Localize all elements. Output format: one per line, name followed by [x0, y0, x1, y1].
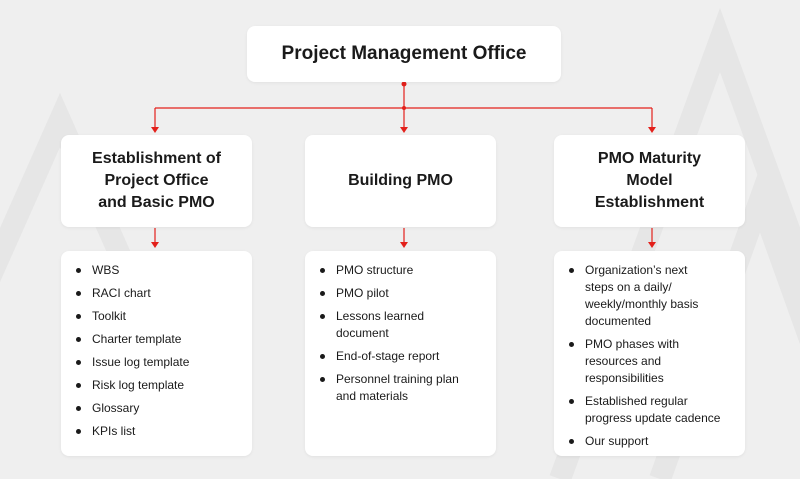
- list-item: Risk log template: [73, 377, 242, 394]
- heading-text-3: PMO Maturity Model Establishment: [594, 150, 705, 211]
- list-item: Organization’s next steps on a daily/ we…: [566, 262, 735, 330]
- column-list-2: PMO structure PMO pilot Lessons learned …: [305, 251, 496, 456]
- list-item: Established regular progress update cade…: [566, 393, 735, 427]
- list-item: RACI chart: [73, 285, 242, 302]
- list-item: Personnel training plan and materials: [317, 371, 486, 405]
- list-item: Charter template: [73, 331, 242, 348]
- list-item: Glossary: [73, 400, 242, 417]
- arrow-head-6: [648, 242, 656, 248]
- list-item: KPIs list: [73, 423, 242, 440]
- column-heading-2: Building PMO: [305, 135, 496, 227]
- heading-text-2: Building PMO: [348, 172, 453, 189]
- root-node: Project Management Office: [247, 26, 561, 82]
- arrow-head-4: [151, 242, 159, 248]
- arrow-head-3: [648, 127, 656, 133]
- list-item: Toolkit: [73, 308, 242, 325]
- junction-dot: [402, 106, 406, 110]
- arrow-head-1: [151, 127, 159, 133]
- root-title: Project Management Office: [281, 43, 527, 64]
- list-item: Issue log template: [73, 354, 242, 371]
- list-item: Lessons learned document: [317, 308, 486, 342]
- arrow-head-2: [400, 127, 408, 133]
- column-list-3: Organization’s next steps on a daily/ we…: [554, 251, 745, 456]
- list-item: WBS: [73, 262, 242, 279]
- list-item: End-of-stage report: [317, 348, 486, 365]
- column-list-1: WBS RACI chart Toolkit Charter template …: [61, 251, 252, 456]
- column-heading-3: PMO Maturity Model Establishment: [554, 135, 745, 227]
- arrow-head-5: [400, 242, 408, 248]
- column-heading-1: Establishment of Project Office and Basi…: [61, 135, 252, 227]
- list-item: PMO structure: [317, 262, 486, 279]
- heading-text-1: Establishment of Project Office and Basi…: [92, 150, 221, 211]
- list-item: PMO phases with resources and responsibi…: [566, 336, 735, 387]
- list-item: Our support: [566, 433, 735, 450]
- root-connector-dot: [401, 81, 407, 87]
- list-item: PMO pilot: [317, 285, 486, 302]
